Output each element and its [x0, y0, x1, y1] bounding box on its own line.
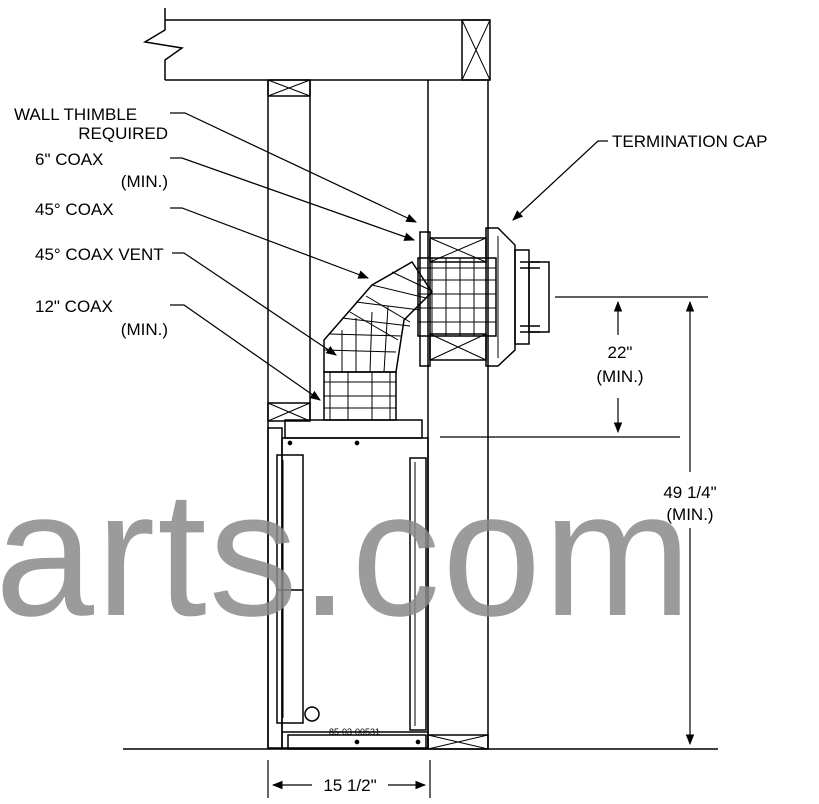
leader-wall-thimble: [170, 112, 417, 223]
leader-coax-6: [170, 157, 416, 241]
coax-elbow: [323, 260, 433, 373]
watermark-text: arts.com: [0, 454, 693, 653]
leader-termination-cap: [512, 140, 608, 221]
dim-22-min: (MIN.): [596, 367, 643, 386]
label-wall-thimble-1: WALL THIMBLE: [14, 105, 137, 124]
ceiling-joist: [142, 8, 491, 81]
leader-coax-45-vent: [172, 252, 337, 356]
coax-12-pipe: [323, 371, 397, 421]
label-coax-12-2: (MIN.): [121, 320, 168, 339]
leader-coax-45: [170, 207, 370, 279]
label-coax-45: 45° COAX: [35, 200, 114, 219]
dim-22-value: 22": [608, 343, 633, 362]
termination-cap: [485, 227, 550, 367]
leader-lines: [170, 112, 608, 401]
label-wall-thimble-2: REQUIRED: [78, 124, 168, 143]
label-coax-6-1: 6" COAX: [35, 150, 103, 169]
dimension-15: [267, 760, 431, 798]
label-coax-45-vent: 45° COAX VENT: [35, 245, 164, 264]
dim-15-value: 15 1/2": [323, 776, 376, 795]
dim-49-min: (MIN.): [666, 505, 713, 524]
dimension-22: [440, 296, 708, 438]
part-number: 85-03-00531: [329, 727, 380, 737]
heater-cabinet: [267, 419, 429, 750]
leader-coax-12: [170, 304, 321, 401]
wall-thimble: [419, 231, 487, 367]
label-termination-cap: TERMINATION CAP: [612, 132, 768, 151]
label-coax-6-2: (MIN.): [121, 172, 168, 191]
dim-49-value: 49 1/4": [663, 483, 716, 502]
label-coax-12-1: 12" COAX: [35, 297, 113, 316]
